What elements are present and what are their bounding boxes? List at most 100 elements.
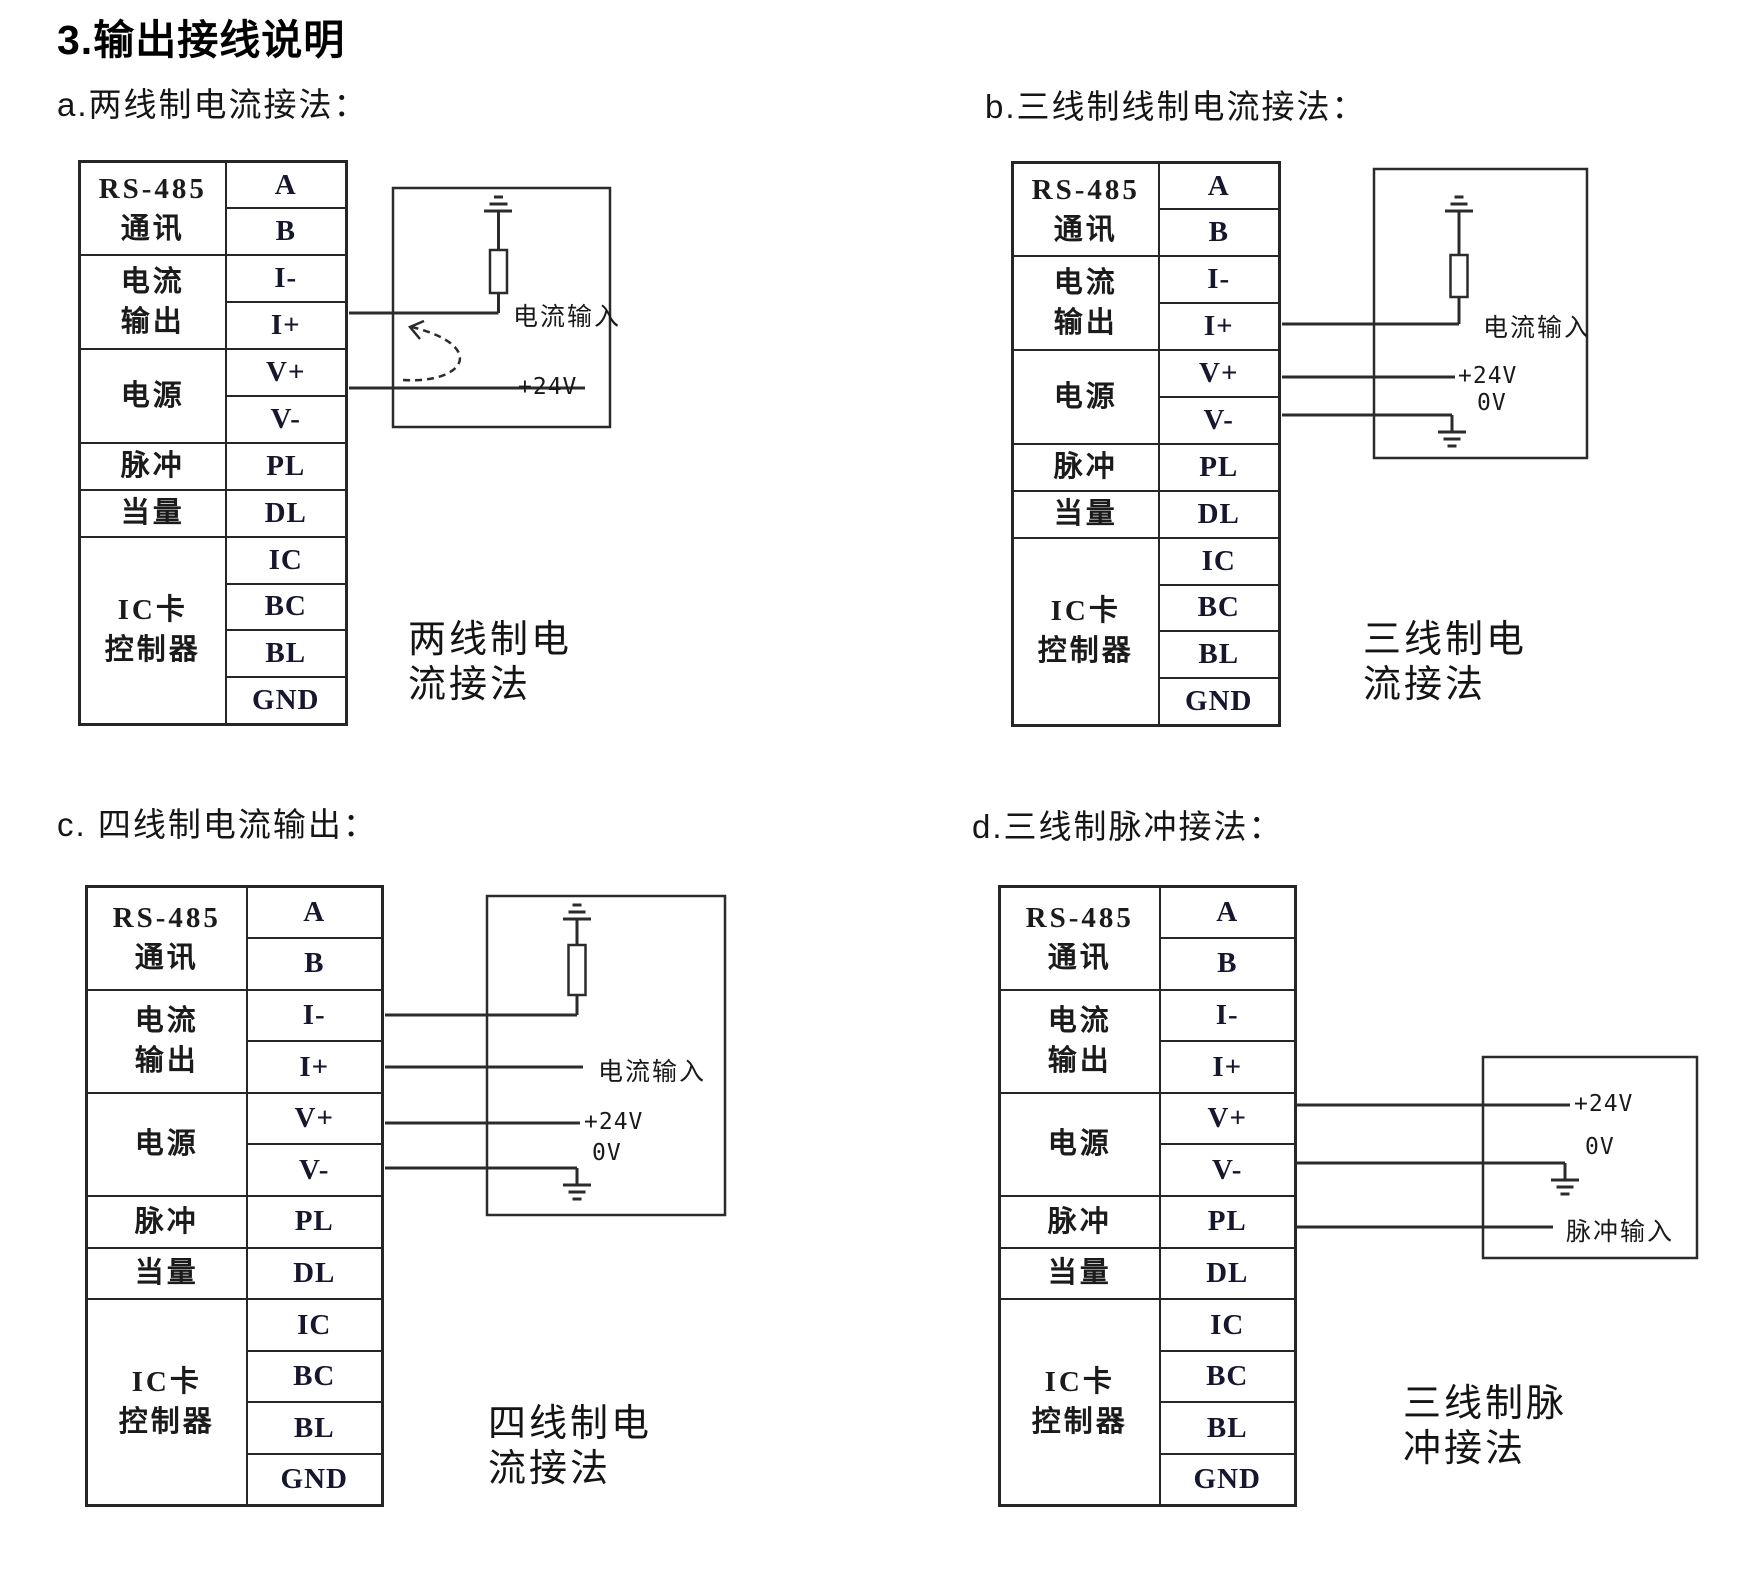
group-label-line: 输出 — [134, 1045, 199, 1078]
terminal-cell: BC — [1158, 1349, 1297, 1404]
group-label-line: 输出 — [1047, 1045, 1112, 1078]
terminal-table: RS-485 通讯 A B 电流 输出 I- I+ 电源 V+ — [78, 160, 348, 726]
label-0v-c: 0V — [592, 1140, 622, 1166]
group-cell-power: 电源 — [78, 348, 227, 444]
group-label-line: 控制器 — [1037, 635, 1134, 668]
terminal-table: RS-485 通讯 A B 电流 输出 I- I+ 电源 V+ — [85, 885, 384, 1508]
terminal-cell: V- — [224, 394, 348, 444]
terminal-cell: V+ — [1158, 1091, 1297, 1146]
group-cell-rs485: RS-485 通讯 — [85, 885, 248, 991]
group-label-line: 电流 — [134, 1005, 199, 1038]
terminal-cell: IC — [224, 535, 348, 585]
group-label-line: 脉冲 — [1053, 451, 1118, 484]
terminal-cell: BL — [1157, 630, 1281, 680]
label-24v-d: +24V — [1574, 1091, 1634, 1117]
group-label-line: 输出 — [1053, 307, 1118, 340]
terminal-cell: V+ — [1157, 349, 1281, 398]
terminal-cell: PL — [1157, 442, 1281, 492]
caption-line: 三线制电 — [1363, 619, 1528, 661]
terminal-table: RS-485 通讯 A B 电流 输出 I- I+ 电源 V+ — [1011, 161, 1281, 727]
label-pulse-input-d: 脉冲输入 — [1566, 1219, 1675, 1246]
terminal-cell: BC — [224, 582, 348, 632]
terminal-cell: V- — [1157, 395, 1281, 445]
terminal-cell: B — [245, 937, 384, 991]
group-label-line: RS-485 — [112, 902, 221, 935]
label-24v-b: +24V — [1458, 363, 1518, 389]
terminal-cell: PL — [245, 1195, 384, 1249]
group-cell-power: 电源 — [998, 1091, 1161, 1198]
terminal-cell: V+ — [245, 1091, 384, 1146]
terminal-cell: V- — [245, 1143, 384, 1198]
earth-ground-icon — [484, 195, 512, 250]
group-label-line: 当量 — [1053, 498, 1118, 531]
power-ground-icon — [1438, 430, 1466, 448]
group-label-line: 电源 — [1053, 380, 1118, 413]
caption-line: 冲接法 — [1403, 1428, 1527, 1470]
resistor — [567, 943, 587, 997]
terminal-cell: V+ — [224, 348, 348, 397]
caption-line: 流接法 — [408, 664, 532, 706]
group-label-line: IC卡 — [1044, 1366, 1115, 1399]
group-cell-current-output: 电流 输出 — [998, 988, 1161, 1094]
group-label-line: 控制器 — [1031, 1406, 1128, 1439]
group-cell-rs485: RS-485 通讯 — [1011, 161, 1160, 258]
caption-line: 四线制电 — [488, 1403, 653, 1445]
caption-line: 三线制脉 — [1403, 1383, 1568, 1425]
terminal-cell: BC — [1157, 583, 1281, 633]
group-cell-pulse: 脉冲 — [1011, 442, 1160, 492]
group-label-line: RS-485 — [98, 172, 207, 205]
wire-v-minus — [385, 1166, 579, 1185]
terminal-cell: V- — [1158, 1143, 1297, 1198]
group-label-line: 电流 — [1047, 1005, 1112, 1038]
heading-diagram-c: c. 四线制电流输出： — [57, 806, 378, 843]
terminal-cell: DL — [224, 488, 348, 538]
terminal-cell: B — [1157, 208, 1281, 258]
terminal-cell: BL — [1158, 1401, 1297, 1456]
power-ground-icon — [563, 1183, 591, 1201]
terminal-cell: BL — [224, 629, 348, 679]
terminal-cell: PL — [224, 441, 348, 491]
terminal-cell: I- — [224, 254, 348, 304]
power-ground-icon — [1551, 1178, 1579, 1196]
terminal-table-b: RS-485 通讯 A B 电流 输出 I- I+ 电源 V+ — [1011, 161, 1281, 727]
terminal-cell: B — [1158, 937, 1297, 991]
heading-diagram-b: b.三线制线制电流接法： — [985, 88, 1367, 125]
terminal-cell: I+ — [245, 1040, 384, 1094]
caption-line: 流接法 — [1363, 664, 1487, 706]
label-current-input-b: 电流输入 — [1483, 315, 1592, 342]
group-cell-equivalent: 当量 — [1011, 489, 1160, 539]
group-cell-rs485: RS-485 通讯 — [78, 160, 227, 257]
terminal-cell: A — [245, 885, 384, 940]
group-cell-pulse: 脉冲 — [998, 1195, 1161, 1249]
group-cell-current-output: 电流 输出 — [85, 988, 248, 1094]
caption-diagram-d: 三线制脉 冲接法 — [1403, 1382, 1567, 1472]
resistor — [1449, 253, 1469, 299]
terminal-cell: GND — [1157, 677, 1281, 727]
terminal-table-c: RS-485 通讯 A B 电流 输出 I- I+ 电源 V+ — [85, 885, 384, 1508]
group-label-line: 控制器 — [118, 1406, 215, 1439]
terminal-cell: DL — [1158, 1246, 1297, 1301]
group-cell-equivalent: 当量 — [998, 1246, 1161, 1301]
group-label-line: IC卡 — [131, 1366, 202, 1399]
terminal-cell: I+ — [224, 301, 348, 351]
terminal-cell: A — [1158, 885, 1297, 940]
group-label-line: 当量 — [120, 497, 185, 530]
earth-ground-icon — [1445, 195, 1473, 255]
caption-diagram-b: 三线制电 流接法 — [1363, 618, 1527, 708]
terminal-cell: A — [224, 160, 348, 210]
group-label-line: 电源 — [134, 1128, 199, 1161]
group-cell-rs485: RS-485 通讯 — [998, 885, 1161, 991]
label-24v-a: +24V — [518, 374, 578, 400]
group-cell-power: 电源 — [1011, 349, 1160, 445]
group-cell-current-output: 电流 输出 — [78, 254, 227, 351]
terminal-cell: IC — [245, 1298, 384, 1352]
earth-ground-icon — [563, 903, 591, 945]
caption-diagram-a: 两线制电 流接法 — [408, 618, 572, 708]
terminal-cell: I- — [1157, 255, 1281, 305]
group-cell-ic-card: IC卡 控制器 — [85, 1298, 248, 1507]
group-label-line: 脉冲 — [120, 450, 185, 483]
terminal-cell: A — [1157, 161, 1281, 211]
wire-v-minus — [1295, 1161, 1567, 1180]
terminal-cell: PL — [1158, 1195, 1297, 1249]
group-label-line: 通讯 — [134, 942, 199, 975]
